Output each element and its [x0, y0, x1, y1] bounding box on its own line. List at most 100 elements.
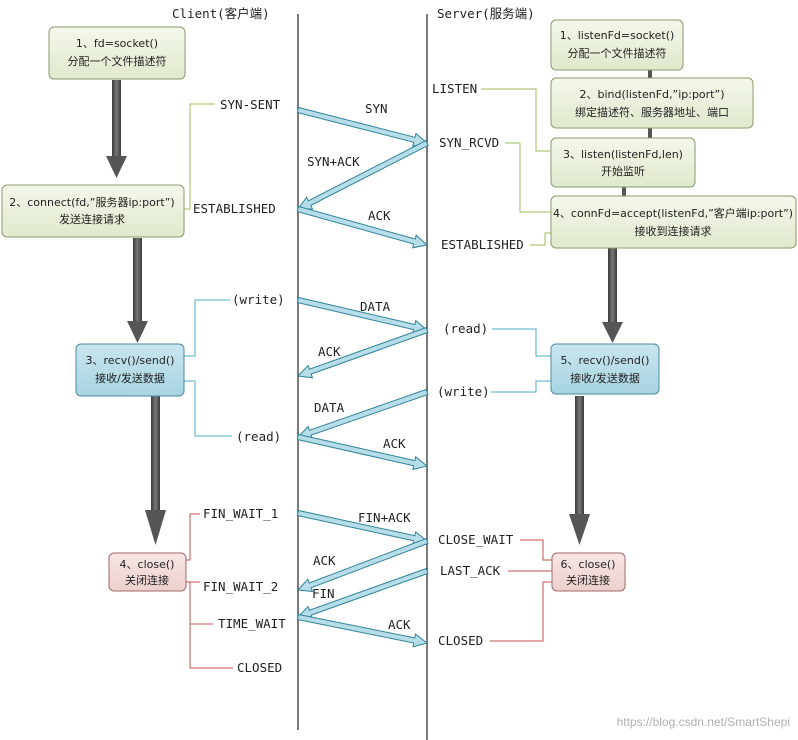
client-header: Client(客户端) — [172, 6, 270, 21]
connector-server-write — [491, 380, 551, 393]
flow-arrowhead-client-2 — [127, 321, 148, 343]
msg-label-fin-ack: FIN+ACK — [358, 510, 411, 525]
server-box-close-line2: 关闭连接 — [566, 573, 610, 587]
server-box-listen-line2: 开始监听 — [601, 164, 645, 178]
server-box-accept-line2: 接收到连接请求 — [635, 224, 712, 238]
flow-arrow-server-small-1 — [648, 70, 652, 78]
flow-arrow-client-2 — [133, 238, 142, 321]
client-box-close: 4、close() 关闭连接 — [108, 552, 187, 592]
server-state-read: (read) — [443, 321, 488, 336]
connector-server-closed — [490, 581, 552, 642]
client-box-socket-line2: 分配一个文件描述符 — [68, 54, 167, 68]
client-box-recv-send: 3、recv()/send() 接收/发送数据 — [75, 343, 185, 397]
server-box-bind-line1: 2、bind(listenFd,”ip:port”) — [580, 88, 725, 101]
msg-label-data2: DATA — [314, 400, 345, 415]
connector-syn-sent — [183, 103, 215, 210]
flow-arrow-client-3 — [151, 396, 160, 510]
msg-label-syn-ack: SYN+ACK — [307, 154, 360, 169]
client-box-connect-line2: 发送连接请求 — [59, 212, 125, 226]
msg-label-ack1: ACK — [368, 208, 391, 223]
connector-server-established — [530, 232, 551, 246]
client-box-connect-line1: 2、connect(fd,”服务器ip:port”) — [9, 196, 174, 209]
msg-label-ack5: ACK — [388, 617, 411, 632]
message-arrow-syn — [296, 106, 429, 147]
msg-label-data1: DATA — [360, 299, 391, 314]
message-arrow-syn-ack — [297, 140, 429, 210]
message-arrow-ack5 — [296, 613, 429, 648]
message-arrow-ack4 — [296, 537, 429, 593]
server-state-closed: CLOSED — [438, 633, 483, 648]
connector-client-write — [183, 299, 230, 357]
client-box-socket: 1、fd=socket() 分配一个文件描述符 — [48, 26, 186, 80]
connector-listen — [481, 88, 550, 152]
green-connectors — [183, 88, 551, 246]
flow-arrowhead-client-1 — [106, 156, 127, 178]
server-state-established: ESTABLISHED — [441, 237, 524, 252]
client-state-write: (write) — [232, 292, 285, 307]
client-state-time-wait: TIME_WAIT — [218, 616, 286, 631]
flow-arrow-server-2 — [575, 396, 584, 514]
server-box-socket-line1: 1、listenFd=socket() — [560, 29, 675, 42]
message-arrow-data1 — [296, 296, 429, 335]
flow-arrow-server-1 — [608, 248, 617, 322]
client-state-read: (read) — [236, 429, 281, 444]
msg-label-syn: SYN — [365, 101, 388, 116]
msg-label-ack3: ACK — [383, 436, 406, 451]
client-box-close-line2: 关闭连接 — [125, 573, 169, 587]
client-state-fin-wait-2: FIN_WAIT_2 — [203, 579, 278, 594]
client-box-close-line1: 4、close() — [120, 558, 175, 571]
message-arrows — [296, 106, 429, 648]
message-arrow-ack2 — [296, 326, 429, 379]
flow-arrow-server-small-3 — [622, 187, 626, 196]
message-arrow-fin-ack — [296, 509, 429, 546]
server-box-accept: 4、connFd=accept(listenFd,”客户端ip:port”) 接… — [550, 195, 797, 249]
server-state-listen: LISTEN — [432, 81, 477, 96]
server-box-bind-line2: 绑定描述符、服务器地址、端口 — [575, 105, 729, 119]
client-state-closed: CLOSED — [237, 660, 282, 675]
server-header: Server(服务端) — [437, 6, 535, 21]
client-box-connect: 2、connect(fd,”服务器ip:port”) 发送连接请求 — [1, 184, 185, 238]
flow-arrow-client-1 — [112, 80, 121, 156]
server-box-socket-line2: 分配一个文件描述符 — [568, 46, 667, 60]
server-box-recv-send: 5、recv()/send() 接收/发送数据 — [550, 343, 660, 395]
server-box-close: 6、close() 关闭连接 — [551, 552, 626, 592]
client-state-established: ESTABLISHED — [193, 201, 276, 216]
connector-close-wait — [520, 539, 552, 561]
flow-arrowhead-client-3 — [145, 510, 166, 545]
server-box-listen: 3、listen(listenFd,len) 开始监听 — [550, 137, 696, 188]
server-box-recv-send-line1: 5、recv()/send() — [561, 354, 650, 367]
connector-closed — [189, 624, 233, 669]
watermark: https://blog.csdn.net/SmartShepi — [617, 715, 790, 729]
client-box-recv-send-line1: 3、recv()/send() — [86, 354, 175, 367]
server-state-syn-rcvd: SYN_RCVD — [439, 135, 499, 150]
msg-label-fin: FIN — [312, 586, 335, 601]
msg-label-ack4: ACK — [313, 553, 336, 568]
connector-fin-wait-1 — [186, 513, 200, 561]
server-box-accept-line1: 4、connFd=accept(listenFd,”客户端ip:port”) — [553, 206, 793, 220]
server-box-recv-send-line2: 接收/发送数据 — [570, 371, 640, 385]
message-arrow-ack3 — [296, 433, 429, 471]
server-box-socket: 1、listenFd=socket() 分配一个文件描述符 — [550, 19, 684, 71]
flow-arrowhead-server-1 — [602, 322, 623, 343]
client-state-syn-sent: SYN-SENT — [220, 97, 281, 112]
client-box-recv-send-line2: 接收/发送数据 — [95, 371, 165, 385]
connector-syn-rcvd — [505, 142, 551, 213]
connector-server-read — [492, 328, 551, 357]
server-box-listen-line1: 3、listen(listenFd,len) — [563, 148, 683, 161]
server-box-bind: 2、bind(listenFd,”ip:port”) 绑定描述符、服务器地址、端… — [550, 77, 754, 129]
server-state-write: (write) — [437, 384, 490, 399]
flow-arrow-server-small-2 — [648, 128, 652, 138]
client-box-socket-line1: 1、fd=socket() — [76, 37, 158, 50]
message-arrow-ack1 — [296, 205, 429, 249]
flow-arrowhead-server-2 — [569, 514, 590, 545]
client-state-fin-wait-1: FIN_WAIT_1 — [203, 506, 278, 521]
flow-arrows — [106, 70, 652, 545]
connector-client-read — [183, 380, 232, 437]
red-connectors — [186, 513, 552, 669]
msg-label-ack2: ACK — [318, 344, 341, 359]
server-state-close-wait: CLOSE_WAIT — [438, 532, 514, 547]
server-box-close-line1: 6、close() — [561, 558, 616, 571]
server-state-last-ack: LAST_ACK — [440, 563, 501, 578]
teal-connectors — [183, 299, 551, 437]
